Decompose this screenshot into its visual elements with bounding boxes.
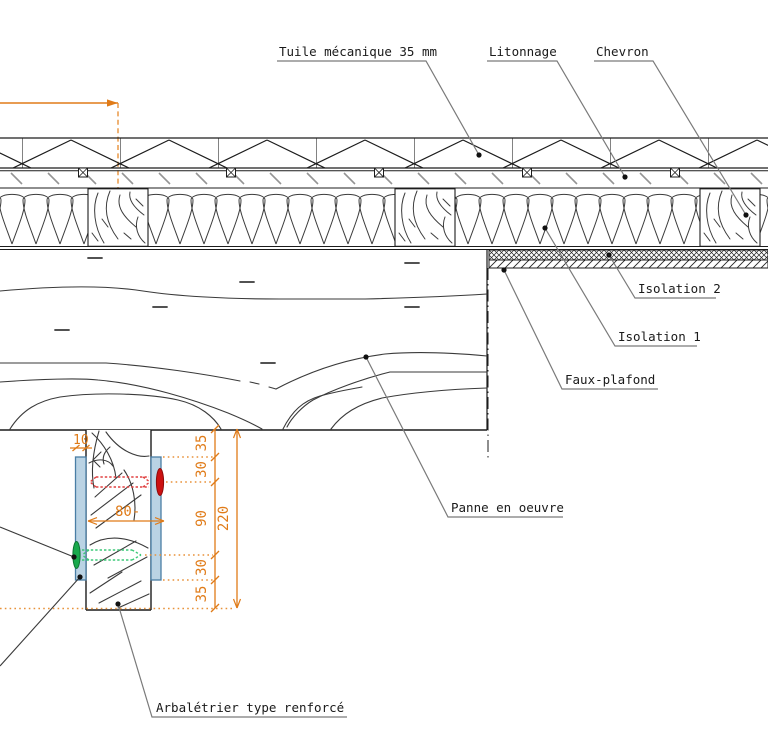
batten-fixing-icon: [522, 167, 532, 178]
tile-band: [0, 137, 768, 172]
batten-fixing-icon: [670, 167, 680, 178]
label-tuile-mecanique: Tuile mécanique 35 mm: [279, 44, 437, 59]
dim-plate-thickness: 10: [73, 433, 89, 448]
dimensions: 10 80- 35 30 90 30 35 220: [0, 424, 242, 613]
batten-fixing-icon: [374, 167, 384, 178]
chevron-block: [394, 188, 456, 247]
dim-chain-35-top: 35: [194, 435, 210, 452]
wood-grain: [0, 257, 488, 430]
wood-grain: [88, 430, 150, 609]
reinforcement-plate-left: [74, 456, 87, 581]
batten-fixing-icon: [226, 167, 236, 178]
batten-fixing-icon: [78, 167, 88, 178]
leader-dots: [71, 152, 749, 607]
label-faux-plafond: Faux-plafond: [565, 372, 655, 387]
label-isolation-2: Isolation 2: [638, 281, 721, 296]
arrowhead-icon: [107, 99, 118, 107]
label-isolation-1: Isolation 1: [618, 329, 701, 344]
litonnage-band: [0, 167, 768, 189]
bolt-head-red: [155, 468, 165, 496]
label-arbaletrier: Arbalétrier type renforcé: [156, 700, 344, 715]
labels: Tuile mécanique 35 mm Litonnage Chevron …: [156, 44, 721, 715]
insulation-band: [0, 188, 768, 251]
panne-panel: [0, 250, 488, 431]
label-chevron: Chevron: [596, 44, 649, 59]
bolt-red: [89, 468, 165, 496]
faux-plafond-band: [488, 259, 768, 269]
dim-chain-90: 90: [194, 510, 210, 527]
leaders: [0, 60, 749, 718]
dim-bolt-length: 80-: [115, 504, 140, 520]
chevron-block: [699, 188, 761, 247]
isolation2-band: [488, 249, 768, 261]
label-litonnage: Litonnage: [489, 44, 557, 59]
label-panne-en-oeuvre: Panne en oeuvre: [451, 500, 564, 515]
dim-chain-30-upper: 30: [194, 461, 210, 478]
arbaletrier-member: [85, 430, 152, 611]
dim-chain-30-lower: 30: [194, 559, 210, 576]
dim-total-height: 220: [216, 506, 232, 531]
dim-chain-35-bottom: 35: [194, 586, 210, 603]
chevron-block: [87, 188, 149, 247]
